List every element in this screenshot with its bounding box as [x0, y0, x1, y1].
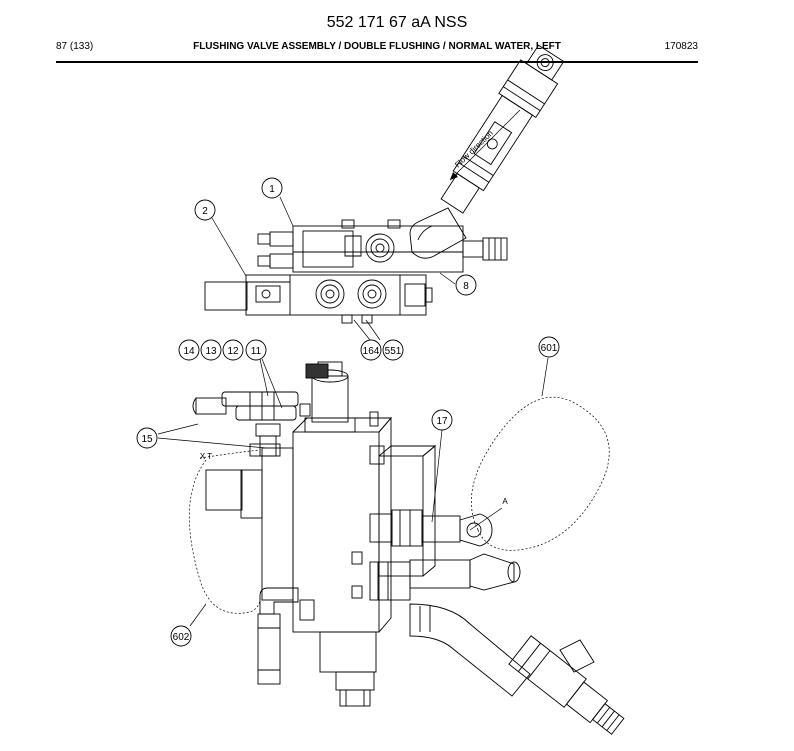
callout-numbers: 1 2 8 164 551 14 13 12 11 15 17 601 602 …: [141, 184, 557, 643]
callout-601: 601: [541, 343, 558, 354]
hose-602-outline: [189, 459, 261, 614]
marker-a: A: [502, 497, 508, 506]
callout-1: 1: [269, 184, 275, 195]
callout-8: 8: [463, 281, 469, 292]
callout-15: 15: [141, 434, 153, 445]
callout-17: 17: [436, 416, 448, 427]
callout-12: 12: [227, 346, 239, 357]
callout-circles: [136, 177, 560, 647]
document-date: 170823: [664, 41, 698, 52]
upper-valve-assembly: [204, 44, 565, 324]
callout-602: 602: [173, 632, 190, 643]
page-number: 87 (133): [56, 41, 94, 52]
callout-164: 164: [363, 346, 380, 357]
callout-11: 11: [251, 346, 262, 357]
callout-2: 2: [202, 206, 208, 217]
callout-14: 14: [183, 346, 195, 357]
hose-601-outline: [471, 396, 610, 551]
callout-551: 551: [385, 346, 402, 357]
lower-valve-assembly: [192, 361, 625, 735]
callout-13: 13: [205, 346, 217, 357]
marker-xt: X T: [200, 452, 212, 461]
header-rule: [56, 61, 698, 63]
leader-lines: [157, 196, 549, 627]
header-row: 87 (133) FLUSHING VALVE ASSEMBLY / DOUBL…: [56, 41, 698, 55]
section-title: FLUSHING VALVE ASSEMBLY / DOUBLE FLUSHIN…: [193, 41, 561, 52]
document-title: 552 171 67 aA NSS: [326, 14, 468, 31]
